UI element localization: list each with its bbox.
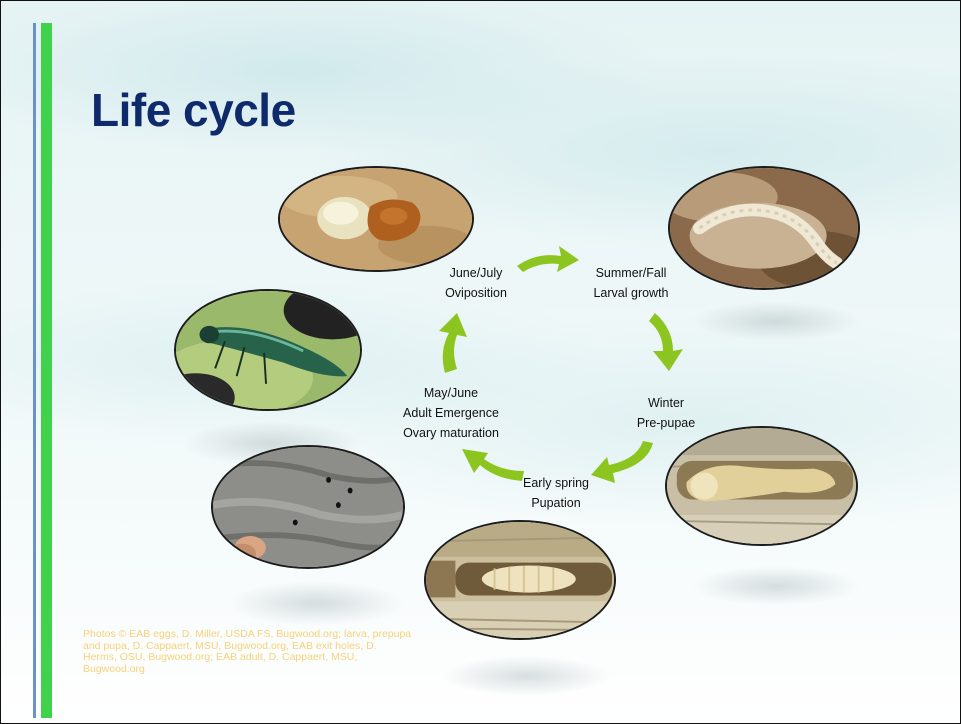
slide-title: Life cycle bbox=[91, 83, 296, 137]
stage-line: Larval growth bbox=[576, 283, 686, 303]
photo-eab-eggs bbox=[278, 166, 474, 272]
stage-line: Ovary maturation bbox=[386, 423, 516, 443]
photo-shadow bbox=[691, 301, 861, 341]
stage-line: Winter bbox=[621, 393, 711, 413]
stage-line: Early spring bbox=[506, 473, 606, 493]
stage-line: Adult Emergence bbox=[386, 403, 516, 423]
stage-pre-pupae: Winter Pre-pupae bbox=[621, 393, 711, 433]
stage-line: May/June bbox=[386, 383, 516, 403]
arrow-up-icon bbox=[433, 311, 473, 375]
stage-line: Pupation bbox=[506, 493, 606, 513]
photo-shadow bbox=[226, 581, 406, 626]
photo-eab-prepupa bbox=[665, 426, 858, 546]
photo-shadow bbox=[441, 656, 611, 696]
stage-line: June/July bbox=[426, 263, 526, 283]
stage-line: Summer/Fall bbox=[576, 263, 686, 283]
stage-line: Oviposition bbox=[426, 283, 526, 303]
stage-larval-growth: Summer/Fall Larval growth bbox=[576, 263, 686, 303]
photo-credits: Photos © EAB eggs, D. Miller, USDA FS, B… bbox=[83, 629, 413, 675]
photo-eab-adult bbox=[174, 289, 362, 411]
stage-line: Pre-pupae bbox=[621, 413, 711, 433]
arrow-down-icon bbox=[647, 309, 687, 373]
stage-oviposition: June/July Oviposition bbox=[426, 263, 526, 303]
stage-adult-emergence: May/June Adult Emergence Ovary maturatio… bbox=[386, 383, 516, 443]
stage-pupation: Early spring Pupation bbox=[506, 473, 606, 513]
accent-bar-blue bbox=[33, 23, 36, 718]
accent-bar-green bbox=[41, 23, 52, 718]
photo-eab-larva bbox=[668, 166, 860, 290]
photo-eab-pupa bbox=[424, 520, 616, 640]
photo-shadow bbox=[691, 566, 861, 606]
photo-eab-exit-holes bbox=[211, 445, 405, 569]
